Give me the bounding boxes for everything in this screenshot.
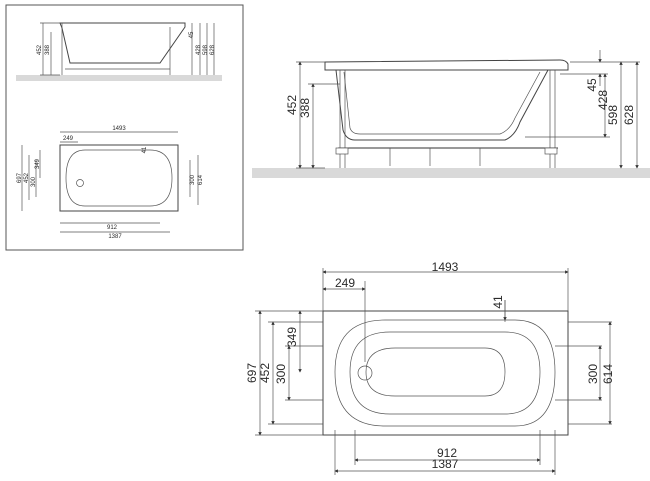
side-view: 452 388 45 428 598 628 xyxy=(252,50,650,178)
label-388: 388 xyxy=(298,98,312,118)
top-view: 1493 249 41 697 452 349 300 300 614 912 … xyxy=(245,260,615,475)
floor xyxy=(252,168,650,178)
label-45: 45 xyxy=(585,78,599,92)
thumb-label-300a: 300 xyxy=(31,176,37,187)
thumbnail-panel: 452 388 45 428 598 628 1493 249 41 912 xyxy=(5,4,244,251)
thumb-label-388: 388 xyxy=(45,44,51,55)
label-249: 249 xyxy=(335,276,355,290)
thumb-label-1493: 1493 xyxy=(112,126,126,132)
thumb-label-1387: 1387 xyxy=(108,234,122,240)
thumb-label-614: 614 xyxy=(198,174,204,185)
label-300-left: 300 xyxy=(274,364,288,384)
thumb-label-249: 249 xyxy=(63,136,74,142)
tub-outline-top xyxy=(322,310,569,436)
thumb-label-628: 628 xyxy=(210,44,216,55)
label-614: 614 xyxy=(601,364,615,384)
thumbnail-side-view: 452 388 45 428 598 628 xyxy=(16,22,222,81)
thumb-label-349: 349 xyxy=(35,158,41,169)
thumb-label-45: 45 xyxy=(189,31,195,38)
tub-basin-inner xyxy=(349,331,541,415)
label-349: 349 xyxy=(285,327,299,347)
label-452-top: 452 xyxy=(258,363,272,383)
thumb-label-697: 697 xyxy=(17,172,23,183)
thumb-label-452b: 452 xyxy=(24,172,30,183)
label-697: 697 xyxy=(245,363,259,383)
thumbnail-floor xyxy=(16,75,222,81)
label-452: 452 xyxy=(285,95,299,115)
tub-basin-outer xyxy=(334,319,556,427)
label-300-right: 300 xyxy=(586,364,600,384)
drain-icon xyxy=(357,365,373,381)
tub-rim xyxy=(324,59,569,71)
thumb-label-41: 41 xyxy=(142,146,148,153)
label-1387: 1387 xyxy=(432,457,459,471)
tub-body xyxy=(335,69,549,141)
label-912: 912 xyxy=(437,446,457,460)
label-628: 628 xyxy=(622,105,636,125)
thumb-label-452: 452 xyxy=(37,44,43,55)
thumb-label-912: 912 xyxy=(107,225,118,231)
thumb-label-598: 598 xyxy=(203,44,209,55)
thumb-label-300b: 300 xyxy=(190,174,196,185)
thumb-label-428: 428 xyxy=(196,44,202,55)
label-41: 41 xyxy=(491,295,505,309)
thumbnail-tub-top xyxy=(59,144,179,212)
label-1493: 1493 xyxy=(432,260,459,274)
label-598: 598 xyxy=(606,105,620,125)
thumbnail-top-view: 1493 249 41 912 1387 697 452 300 349 300… xyxy=(17,126,204,240)
label-428: 428 xyxy=(596,90,610,110)
